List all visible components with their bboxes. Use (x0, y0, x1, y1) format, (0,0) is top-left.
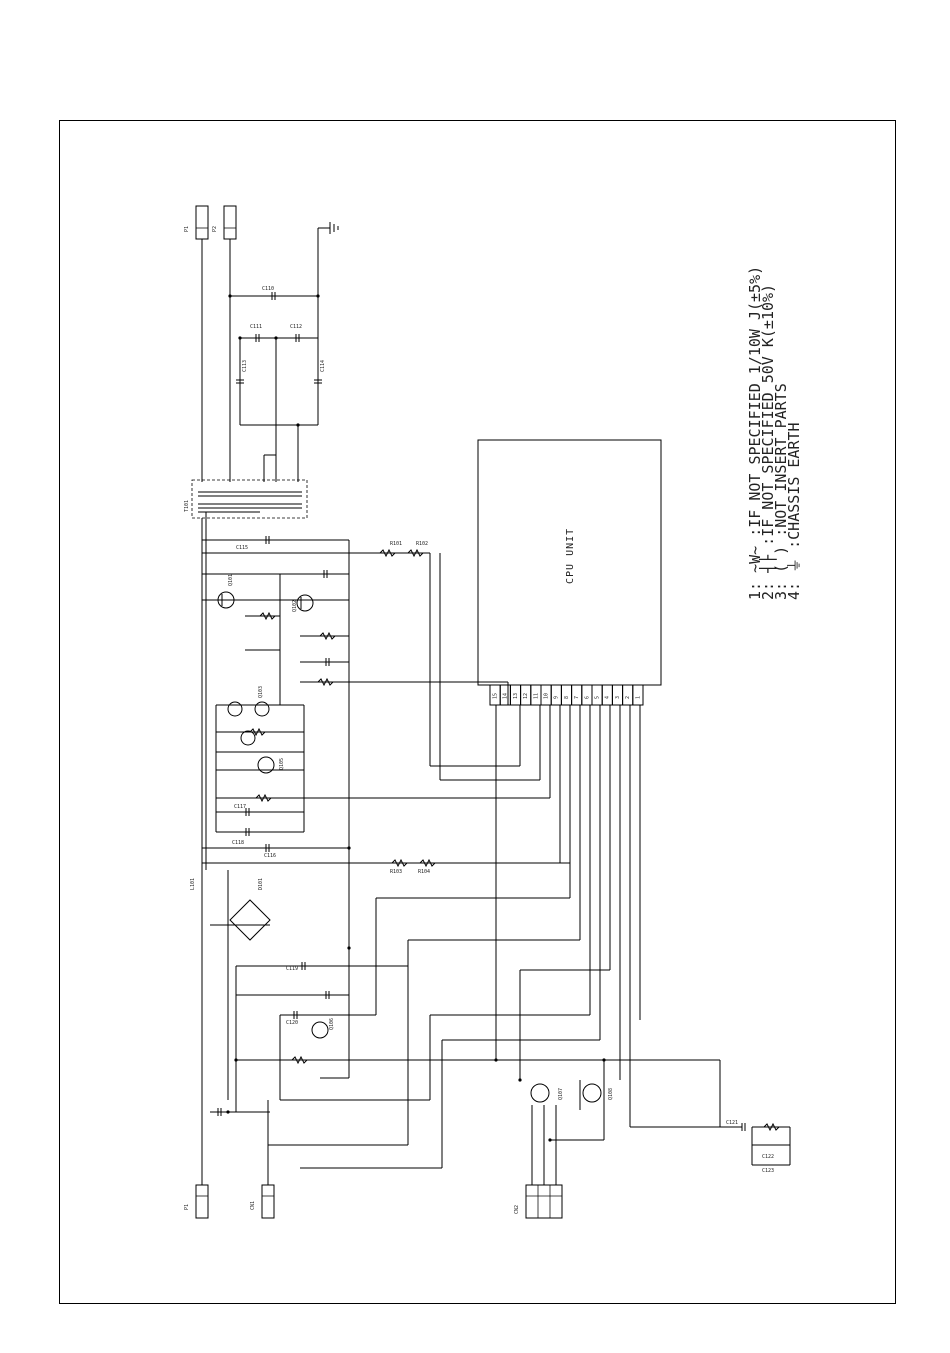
cpu-pin: 9 (550, 684, 562, 706)
svg-text:2: ┤├ :IF NOT SPECIFIED 50V K(: 2: ┤├ :IF NOT SPECIFIED 50V K(±10%) (758, 284, 777, 600)
cpu-pin-label: 8 (564, 696, 570, 699)
cpu-pin-label: 14 (503, 693, 509, 699)
connector-top-p1: P1 (184, 205, 209, 240)
svg-text:P1: P1 (184, 226, 190, 232)
bottom-wiring (226, 553, 791, 1185)
svg-text:C116: C116 (264, 853, 276, 859)
connector-bottom-p1: P1 (184, 1184, 209, 1219)
svg-text:4: ⏚ :CHASSIS EARTH: 4: ⏚ :CHASSIS EARTH (785, 422, 803, 600)
svg-text:1: ~W~ :IF NOT SPECIFIED 1/10W: 1: ~W~ :IF NOT SPECIFIED 1/10W J(±5%) (746, 266, 764, 600)
cpu-pin: 2 (622, 684, 634, 706)
svg-text:C114: C114 (320, 360, 326, 372)
cpu-pin-label: 11 (533, 693, 539, 699)
cpu-pin: 14 (499, 684, 511, 706)
main-rails (201, 512, 720, 1185)
cpu-unit-pin-header: 15 14 13 12 11 10 9 8 7 6 5 4 3 2 1 (489, 684, 644, 706)
notes-block: 1: ~W~ :IF NOT SPECIFIED 1/10W J(±5%) 2:… (746, 266, 803, 600)
transistor-q101: Q101 (217, 574, 235, 609)
svg-text:R103: R103 (390, 869, 402, 875)
svg-text:L101: L101 (190, 878, 196, 890)
svg-text:C110: C110 (262, 286, 274, 292)
cpu-pin-label: 12 (523, 693, 529, 699)
svg-text:Q107: Q107 (558, 1088, 564, 1100)
connector-bottom-cn1: CN1 (250, 1184, 275, 1219)
cpu-pin: 6 (581, 684, 593, 706)
svg-text:C118: C118 (232, 840, 244, 846)
connector-top-p2: P2 (212, 205, 237, 240)
cpu-pin: 12 (520, 684, 532, 706)
svg-text:C113: C113 (242, 360, 248, 372)
svg-text:Q106: Q106 (329, 1018, 335, 1030)
svg-text:R102: R102 (416, 541, 428, 547)
cpu-pin-label: 7 (574, 696, 580, 699)
svg-text:Q103: Q103 (258, 686, 264, 698)
input-wiring: C110 C111 C112 C113 C114 (201, 228, 326, 482)
svg-text:Q102: Q102 (292, 600, 298, 612)
cpu-pin: 10 (540, 684, 552, 706)
svg-text:T101: T101 (184, 500, 190, 512)
svg-text:Q101: Q101 (228, 574, 234, 586)
cpu-pin: 13 (509, 684, 522, 706)
svg-text:C119: C119 (286, 966, 298, 972)
chassis-earth-symbol (318, 222, 339, 234)
svg-text:C123: C123 (762, 1168, 774, 1174)
coil-l101: L101 (190, 878, 196, 890)
transistor-q108: Q108 (582, 1083, 614, 1103)
cpu-pin: 8 (560, 684, 573, 706)
svg-text:C121: C121 (726, 1120, 738, 1126)
svg-text:CN1: CN1 (250, 1201, 256, 1210)
svg-text:D101: D101 (258, 878, 264, 890)
transistor-q105: Q105 (257, 756, 285, 774)
svg-text:CPU UNIT: CPU UNIT (565, 528, 576, 584)
svg-text:C112: C112 (290, 324, 302, 330)
svg-text:R101: R101 (390, 541, 402, 547)
cpu-pin-label: 1 (635, 696, 641, 699)
cpu-pin: 15 (489, 684, 501, 706)
transformer-t101: T101 (184, 479, 308, 519)
cpu-pin-label: 15 (493, 693, 499, 699)
svg-text:C120: C120 (286, 1020, 298, 1026)
svg-text:Q108: Q108 (608, 1088, 614, 1100)
cpu-pin: 4 (601, 684, 613, 706)
svg-text:C115: C115 (236, 545, 248, 551)
cpu-pin-label: 2 (625, 696, 631, 699)
cpu-pin-label: 6 (584, 696, 590, 699)
cpu-pin-label: 4 (605, 696, 611, 699)
transistor-q102: Q102 (292, 594, 314, 612)
cpu-pin: 1 (632, 684, 644, 706)
cpu-pin-label: 3 (615, 696, 621, 699)
drawing-frame (59, 120, 896, 1304)
cpu-pin-label: 13 (513, 693, 519, 699)
cpu-pin-label: 10 (544, 693, 550, 699)
cpu-pin: 7 (571, 684, 583, 706)
cpu-pin-label: 5 (595, 696, 601, 699)
bridge-rectifier-d101: D101 (229, 878, 271, 941)
cpu-pin: 5 (591, 684, 603, 706)
svg-text:P1: P1 (184, 1204, 190, 1210)
svg-text:P2: P2 (212, 226, 218, 232)
transistor-q107: Q107 (530, 1083, 564, 1103)
svg-text:C117: C117 (234, 804, 246, 810)
svg-text:CN2: CN2 (514, 1205, 520, 1214)
connector-bottom-cn2: CN2 (514, 1184, 563, 1219)
svg-text:3: ( ) :NOT INSERT PARTS: 3: ( ) :NOT INSERT PARTS (772, 383, 790, 600)
svg-text:C111: C111 (250, 324, 262, 330)
transistor-q106: Q106 (311, 1018, 335, 1039)
cpu-pin: 3 (611, 684, 624, 706)
cpu-pin-label: 9 (554, 696, 560, 699)
svg-text:R104: R104 (418, 869, 430, 875)
transistor-q103: Q103 (227, 686, 270, 717)
cpu-pin: 11 (530, 684, 542, 706)
svg-text:Q105: Q105 (279, 758, 285, 770)
cpu-unit: CPU UNIT (477, 439, 662, 686)
transistor-q104 (240, 730, 256, 746)
svg-text:C122: C122 (762, 1154, 774, 1160)
